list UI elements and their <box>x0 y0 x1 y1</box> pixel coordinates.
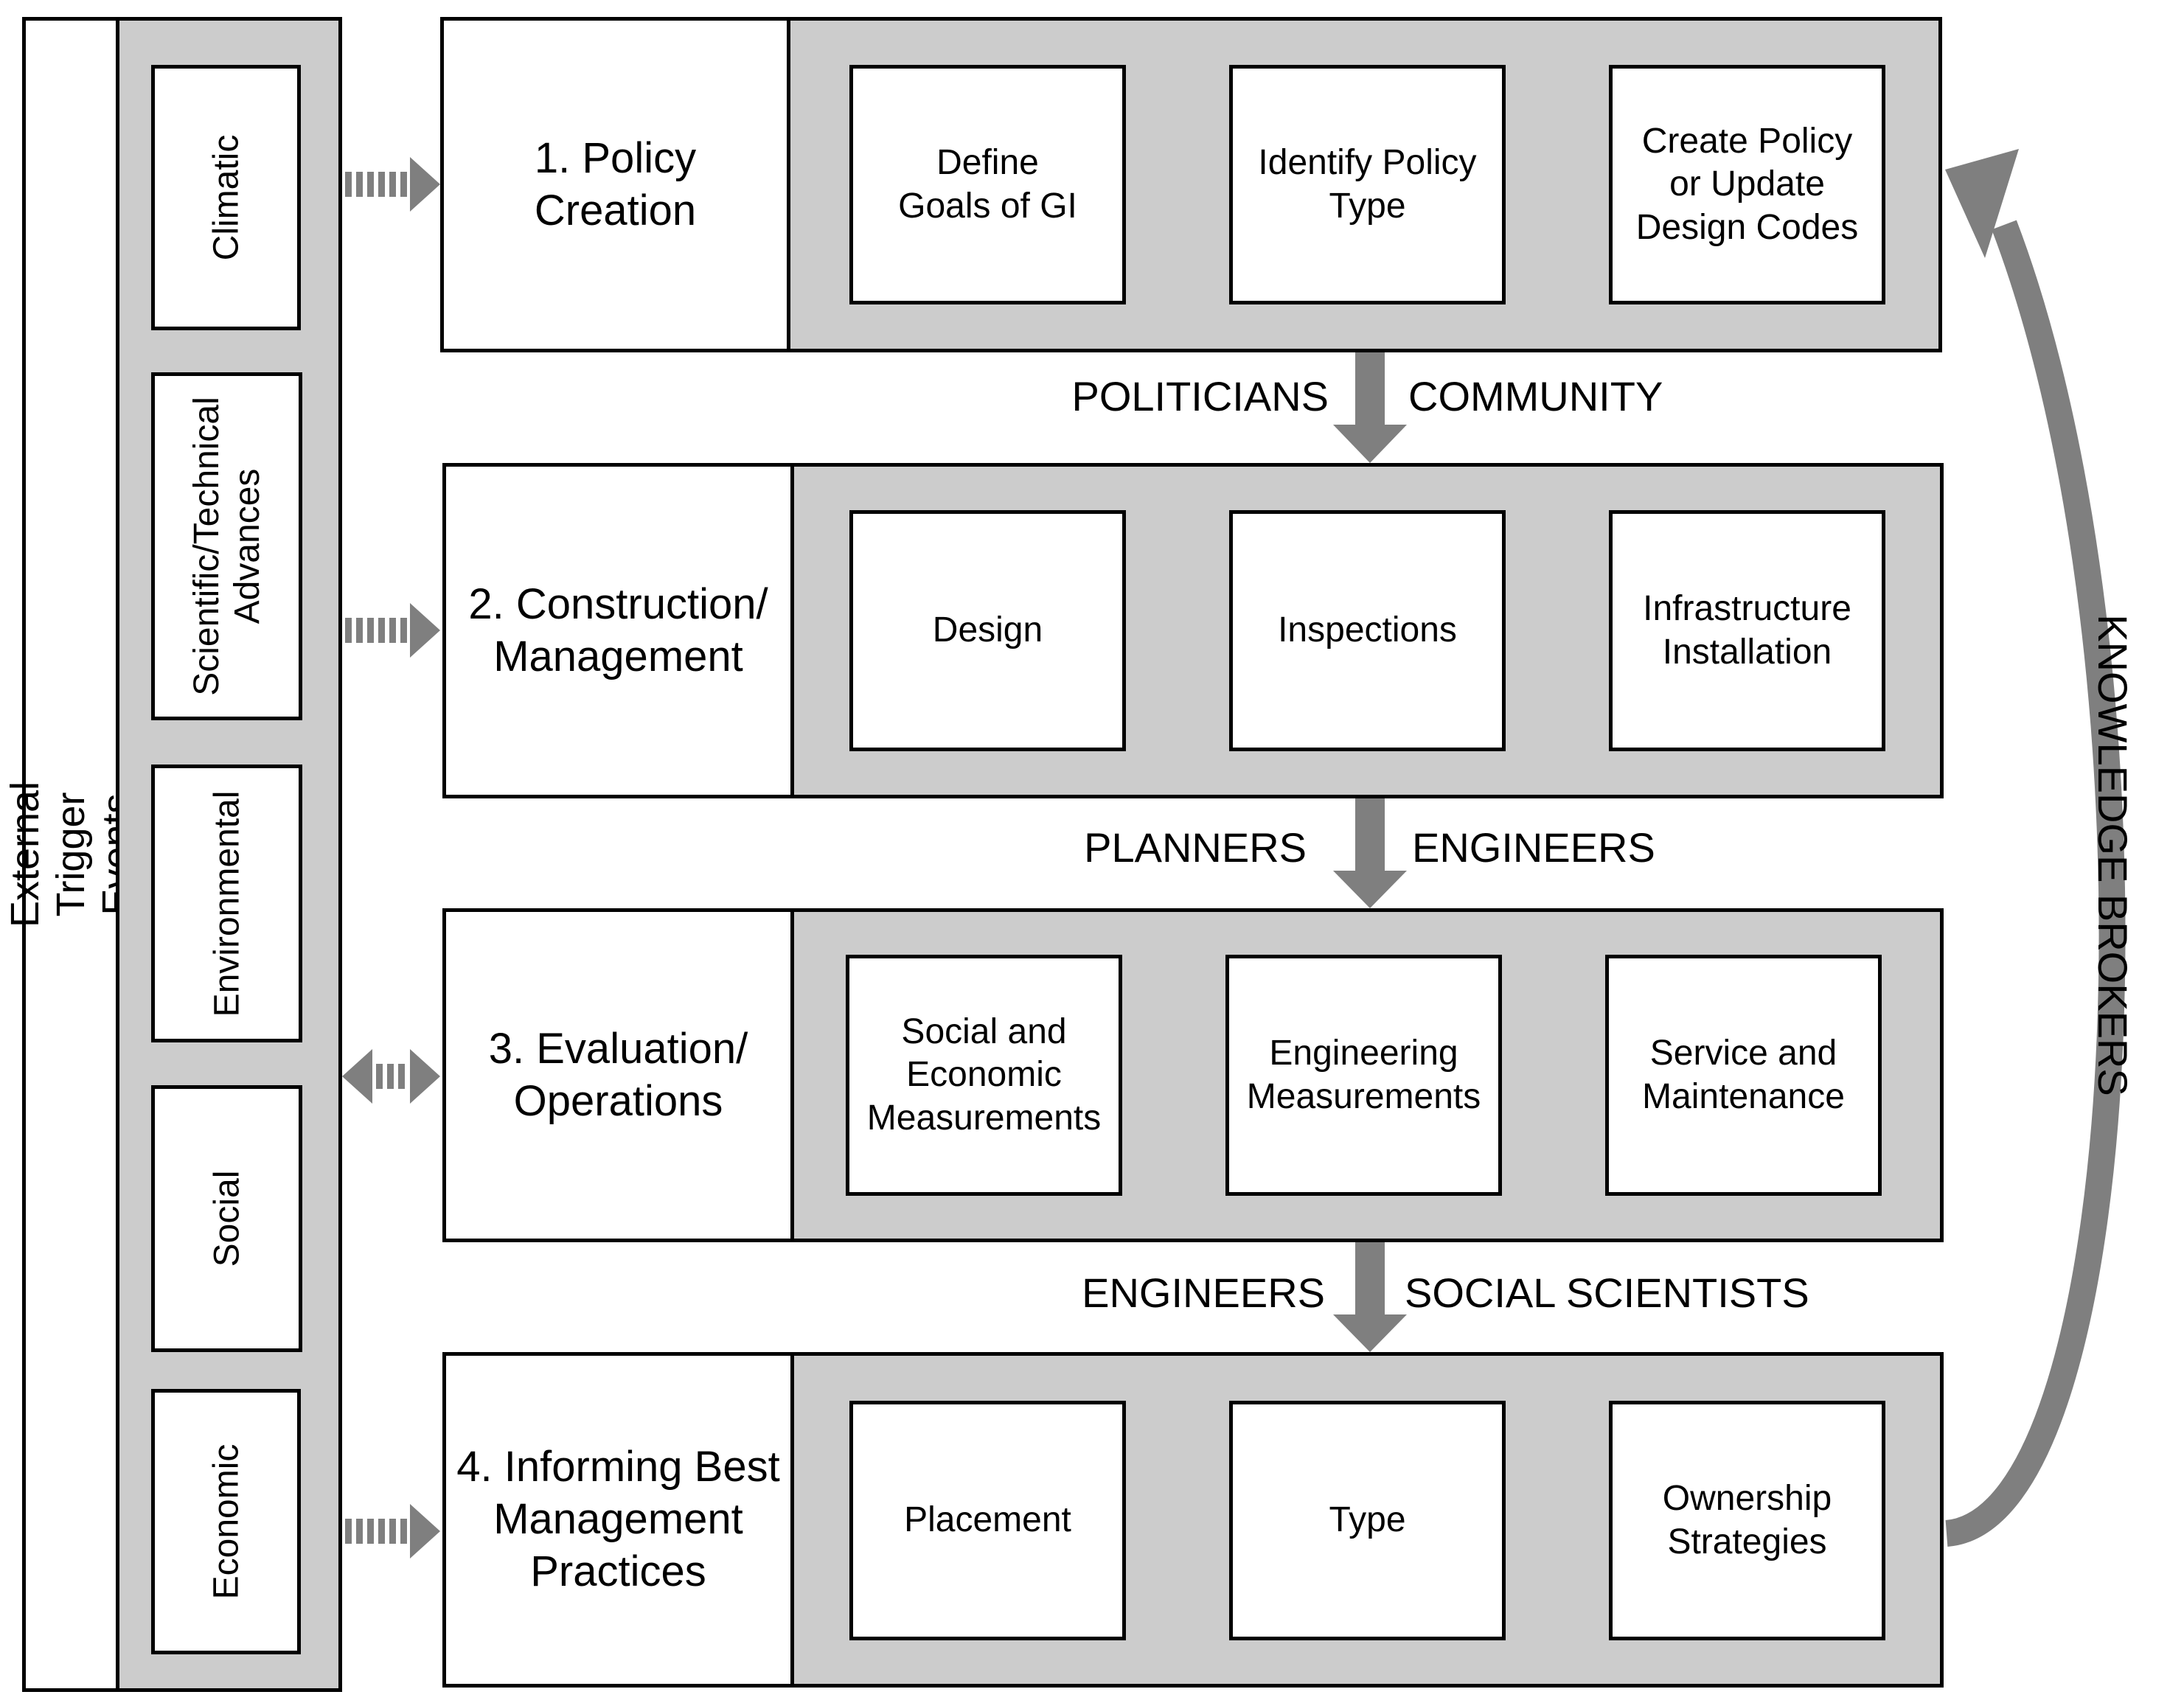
stage-1-step-2-label: Identify Policy Type <box>1258 142 1477 226</box>
stage-4-step-3: Ownership Strategies <box>1609 1401 1885 1640</box>
stage-2-step-1-label: Design <box>932 610 1043 650</box>
trigger-economic: Economic <box>151 1389 301 1654</box>
trigger-arrow-2 <box>345 603 440 658</box>
stage-1-title-box: 1. Policy Creation <box>440 17 790 352</box>
trigger-scientific-technical: Scientific/Technical Advances <box>151 372 302 720</box>
stage-1-step-1: Define Goals of GI <box>849 65 1126 304</box>
trigger-environmental: Environmental <box>151 765 302 1042</box>
stage-3-step-2-label: Engineering Measurements <box>1246 1033 1481 1116</box>
trigger-arrow-3-double <box>342 1049 440 1104</box>
transition-3-left-label: ENGINEERS <box>1082 1270 1325 1316</box>
stage-3-title-box: 3. Evaluation/ Operations <box>442 908 794 1242</box>
stage-2-step-2: Inspections <box>1229 510 1506 751</box>
stage-2-step-2-label: Inspections <box>1278 610 1457 650</box>
stage-arrow-3-4 <box>1333 1242 1407 1352</box>
stage-4-step-1-label: Placement <box>904 1500 1071 1540</box>
transition-1-right-label: COMMUNITY <box>1408 373 1663 419</box>
stage-arrow-2-3 <box>1333 798 1407 908</box>
knowledge-brokers-label: KNOWLEDGE BROKERS <box>2090 614 2136 1096</box>
trigger-social: Social <box>151 1085 302 1352</box>
trigger-arrow-4 <box>345 1504 440 1559</box>
stage-3-step-2: Engineering Measurements <box>1225 955 1502 1196</box>
stage-1-step-1-label: Define Goals of GI <box>898 142 1077 226</box>
stage-3-title: 3. Evaluation/ Operations <box>488 1024 748 1125</box>
stage-4-step-2-label: Type <box>1329 1500 1406 1540</box>
stage-1-title: 1. Policy Creation <box>534 133 697 234</box>
transition-2-left-label: PLANNERS <box>1084 824 1307 871</box>
stage-2-step-1: Design <box>849 510 1126 751</box>
trigger-arrow-1 <box>345 157 440 212</box>
stage-3-step-1-label: Social and Economic Measurements <box>866 1011 1102 1138</box>
stage-2-step-3-label: Infrastructure Installation <box>1643 588 1851 672</box>
transition-1-left-label: POLITICIANS <box>1071 373 1329 419</box>
stage-4-step-1: Placement <box>849 1401 1126 1640</box>
stage-2-title: 2. Construction/ Management <box>468 579 768 680</box>
stage-arrow-1-2 <box>1333 352 1407 463</box>
stage-2-step-3: Infrastructure Installation <box>1609 510 1885 751</box>
trigger-climatic: Climatic <box>151 65 301 330</box>
stage-3-step-1: Social and Economic Measurements <box>846 955 1122 1196</box>
knowledge-brokers-feedback-arrow <box>1944 149 2126 1547</box>
stage-1-step-2: Identify Policy Type <box>1229 65 1506 304</box>
stage-4-step-2: Type <box>1229 1401 1506 1640</box>
transition-3-right-label: SOCIAL SCIENTISTS <box>1405 1270 1809 1316</box>
stage-2-title-box: 2. Construction/ Management <box>442 463 794 798</box>
stage-1-step-3-label: Create Policy or Update Design Codes <box>1635 121 1859 247</box>
external-trigger-events-panel: External Trigger Events <box>3 17 139 1692</box>
stage-4-step-3-label: Ownership Strategies <box>1662 1478 1832 1561</box>
transition-2-right-label: ENGINEERS <box>1412 824 1655 871</box>
stage-4-title: 4. Informing Best Management Practices <box>456 1443 780 1595</box>
stage-4-title-box: 4. Informing Best Management Practices <box>442 1352 794 1688</box>
stage-3-step-3: Service and Maintenance <box>1605 955 1882 1196</box>
stage-1-step-3: Create Policy or Update Design Codes <box>1609 65 1885 304</box>
stage-3-step-3-label: Service and Maintenance <box>1642 1033 1845 1116</box>
